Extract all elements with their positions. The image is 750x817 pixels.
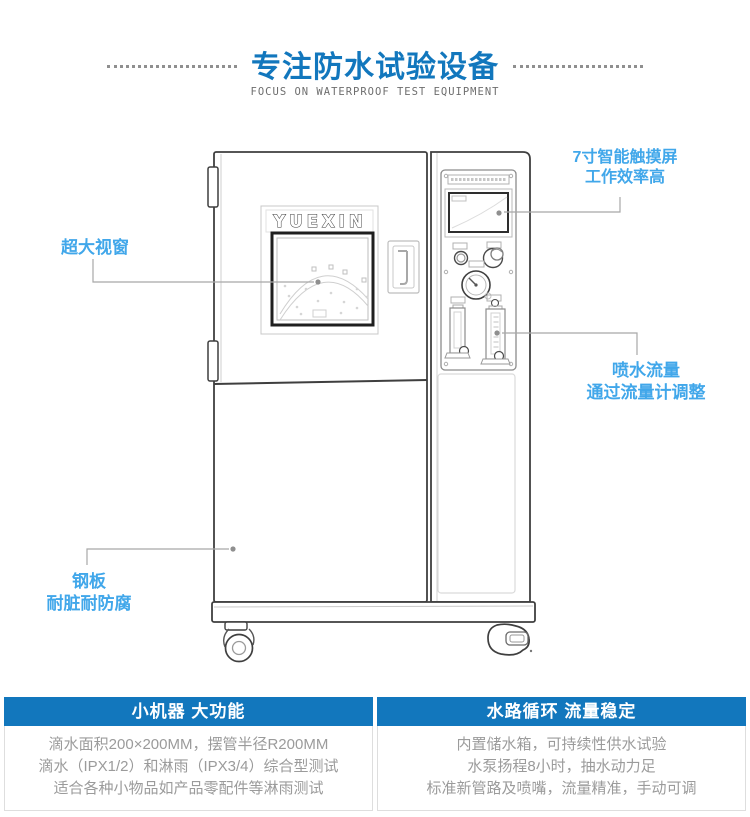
brand-logo: YUEXIN — [272, 212, 366, 231]
caster-wheel-right-icon — [487, 623, 533, 656]
page-title: 专注防水试验设备 — [251, 51, 499, 84]
machine-base — [211, 601, 536, 623]
callout-flow-line2: 通过流量计调整 — [586, 383, 706, 402]
table-row: 内置储水箱，可持续性供水试验 — [456, 736, 667, 753]
door-panel: YUEXIN — [260, 205, 379, 335]
touch-screen — [444, 188, 513, 238]
feature-table-right: 水路循环 流量稳定 内置储水箱，可持续性供水试验 水泵扬程8小时，抽水动力足 标… — [377, 697, 746, 811]
power-button-icon — [452, 242, 469, 266]
table-row: 滴水面积200×200MM，摆管半径R200MM — [48, 736, 329, 753]
water-droplets-icon — [283, 284, 369, 316]
callout-lines — [86, 197, 638, 565]
callout-dots — [230, 210, 502, 552]
callout-touchscreen-line1: 7寸智能触摸屏 — [572, 149, 678, 166]
panel-title-strip — [447, 174, 510, 185]
control-panel — [437, 169, 517, 594]
callout-touchscreen-line2: 工作效率高 — [584, 169, 665, 186]
emergency-stop-knob-icon — [482, 241, 504, 269]
flow-meter-small-icon — [444, 296, 471, 359]
hinge-bottom-icon — [207, 340, 219, 382]
page-header: 专注防水试验设备 — [0, 42, 750, 86]
title-divider-left — [107, 64, 237, 68]
pressure-gauge-icon — [461, 260, 492, 300]
table-header-left: 小机器 大功能 — [4, 697, 373, 726]
callout-steel-line1: 钢板 — [72, 572, 106, 591]
viewing-window — [270, 231, 375, 327]
column-lower-panel — [437, 373, 516, 594]
caster-wheel-left-icon — [222, 621, 255, 663]
callout-flow-line1: 喷水流量 — [612, 361, 680, 380]
door-handle-icon — [387, 240, 420, 294]
callout-touchscreen: 7寸智能触摸屏 工作效率高 — [552, 148, 698, 188]
callout-viewport: 超大视窗 — [52, 237, 138, 259]
table-row: 适合各种小物品如产品零配件等淋雨测试 — [53, 780, 324, 797]
callout-viewport-text: 超大视窗 — [61, 238, 129, 257]
page-subtitle: FOCUS ON WATERPROOF TEST EQUIPMENT — [250, 86, 500, 98]
callout-steel: 钢板 耐脏耐防腐 — [30, 571, 148, 615]
callout-steel-line2: 耐脏耐防腐 — [46, 594, 132, 613]
table-body-right: 内置储水箱，可持续性供水试验 水泵扬程8小时，抽水动力足 标准新管路及喷嘴，流量… — [377, 726, 746, 811]
table-body-left: 滴水面积200×200MM，摆管半径R200MM 滴水（IPX1/2）和淋雨（I… — [4, 726, 373, 811]
feature-table-left: 小机器 大功能 滴水面积200×200MM，摆管半径R200MM 滴水（IPX1… — [4, 697, 373, 811]
table-header-right: 水路循环 流量稳定 — [377, 697, 746, 726]
title-divider-right — [513, 64, 643, 68]
table-row: 水泵扬程8小时，抽水动力足 — [467, 758, 656, 775]
callout-flow: 喷水流量 通过流量计调整 — [574, 360, 718, 404]
table-row: 滴水（IPX1/2）和淋雨（IPX3/4）综合型测试 — [38, 758, 339, 775]
hinge-top-icon — [207, 166, 219, 208]
table-row: 标准新管路及喷嘴，流量精准，手动可调 — [426, 780, 697, 797]
feature-tables: 小机器 大功能 滴水面积200×200MM，摆管半径R200MM 滴水（IPX1… — [4, 697, 746, 811]
